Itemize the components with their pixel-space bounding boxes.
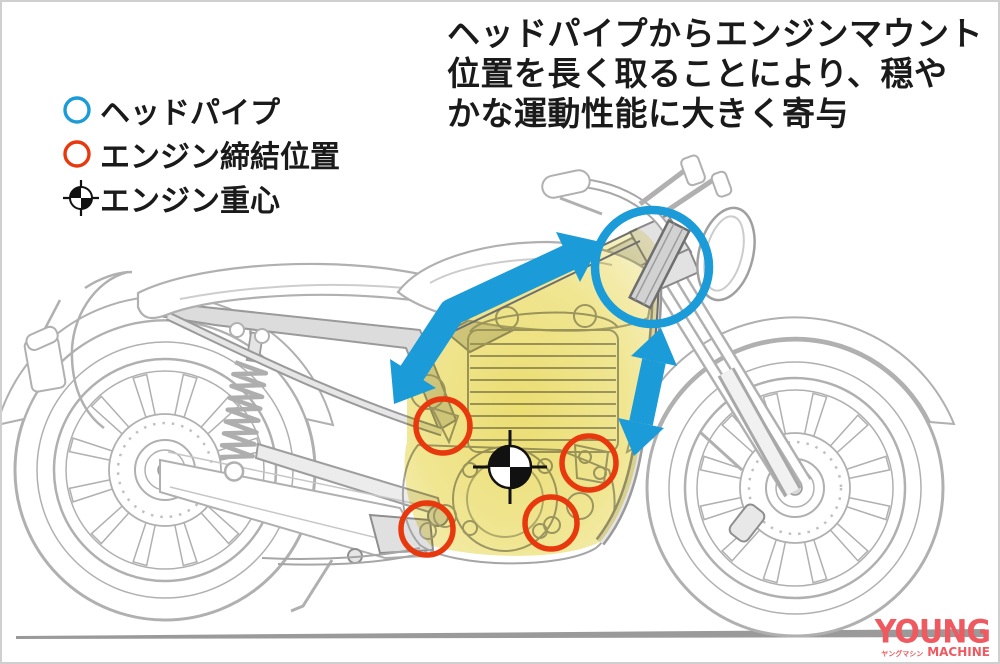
caption-line-3: かな運動性能に大きく寄与 <box>447 94 849 133</box>
logo-title: YOUNG <box>874 613 991 652</box>
legend-label: ヘッドパイプ <box>100 96 280 131</box>
head-pipe-circle-icon <box>62 95 100 125</box>
center-of-gravity-marker <box>473 430 547 504</box>
center-of-gravity-icon <box>62 179 100 217</box>
engine-mount-circle-front-lower <box>398 500 456 558</box>
tail-section <box>23 270 133 430</box>
young-machine-logo: YOUNG ヤングマシン MACHINE <box>874 613 991 659</box>
frame-span-arrow <box>390 232 601 404</box>
legend-item-center-of-gravity: エンジン重心 <box>62 176 340 220</box>
caption: ヘッドパイプからエンジンマウント 位置を長く取ることにより、穏や かな運動性能に… <box>447 14 992 134</box>
ground-line <box>16 629 985 639</box>
logo-subtitle-jp: ヤングマシン <box>881 650 924 658</box>
caption-line-2: 位置を長く取ることにより、穏や <box>447 54 948 93</box>
legend: ヘッドパイプ エンジン締結位置 エンジン重心 <box>62 88 340 220</box>
caption-line-1: ヘッドパイプからエンジンマウント <box>447 14 983 53</box>
front-brake-caliper <box>728 503 766 543</box>
engine-mount-circle-icon <box>62 139 100 169</box>
handlebar <box>541 154 733 244</box>
engine-mount-circle-rear-upper <box>559 433 619 493</box>
legend-label: エンジン重心 <box>100 184 280 219</box>
head-pipe <box>627 219 691 310</box>
downtube-arrow <box>618 328 677 456</box>
engine-mount-circle-rear-lower <box>522 494 580 552</box>
logo-subtitle-en: MACHINE <box>927 645 990 659</box>
legend-label: エンジン締結位置 <box>100 140 340 175</box>
legend-item-head-pipe: ヘッドパイプ <box>62 88 340 132</box>
engine-mount-circle-front-upper <box>413 396 473 456</box>
head-pipe-highlight-circle <box>590 205 714 329</box>
legend-item-engine-mount: エンジン締結位置 <box>62 132 340 176</box>
